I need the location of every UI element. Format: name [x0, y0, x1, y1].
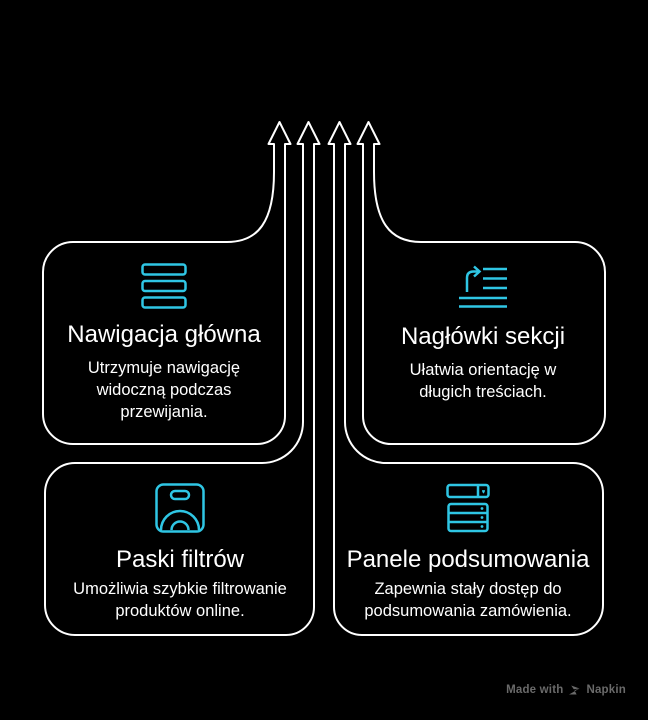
- card-description: Zapewnia stały dostęp do podsumowania za…: [364, 580, 572, 620]
- watermark: Made with Napkin: [506, 684, 626, 696]
- card-outline-section-headers: [356, 121, 606, 445]
- card-section-headers: Nagłówki sekcji Ułatwia orientację w dłu…: [363, 242, 603, 444]
- card-filter-bars: Paski filtrów Umożliwia szybkie filtrowa…: [45, 463, 315, 635]
- card-title: Nagłówki sekcji: [400, 323, 566, 350]
- card-title: Paski filtrów: [115, 546, 245, 573]
- card-description: Umożliwia szybkie filtrowanie produktów …: [73, 580, 287, 620]
- card-title: Nawigacja główna: [67, 321, 261, 348]
- card-summary-panels: Panele podsumowania Zapewnia stały dostę…: [333, 463, 603, 635]
- summary-stack-icon: [446, 483, 490, 533]
- section-jump-arrow-icon: [457, 262, 509, 310]
- napkin-logo-icon: [569, 685, 580, 695]
- card-outline-filter-bars: [44, 121, 321, 636]
- filter-gauge-bag-icon: [155, 483, 205, 533]
- card-main-navigation: Nawigacja główna Utrzymuje nawigację wid…: [43, 242, 285, 444]
- card-description: Utrzymuje nawigację widoczną podczas prz…: [87, 359, 241, 421]
- card-title: Panele podsumowania: [346, 546, 590, 573]
- menu-bars-icon: [141, 263, 187, 309]
- card-outline-summary-panels: [327, 121, 604, 636]
- card-description: Ułatwia orientację w długich treściach.: [409, 361, 557, 401]
- card-outline-main-navigation: [42, 121, 292, 445]
- watermark-brand: Napkin: [586, 684, 626, 696]
- watermark-prefix: Made with: [506, 684, 564, 696]
